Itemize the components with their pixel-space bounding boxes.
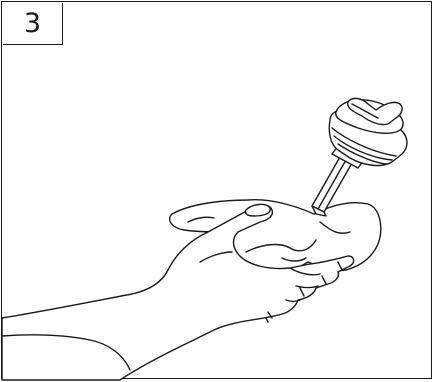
step-number: 3	[24, 10, 41, 37]
step-number-box: 3	[3, 3, 63, 45]
wrist-crease	[266, 318, 268, 322]
